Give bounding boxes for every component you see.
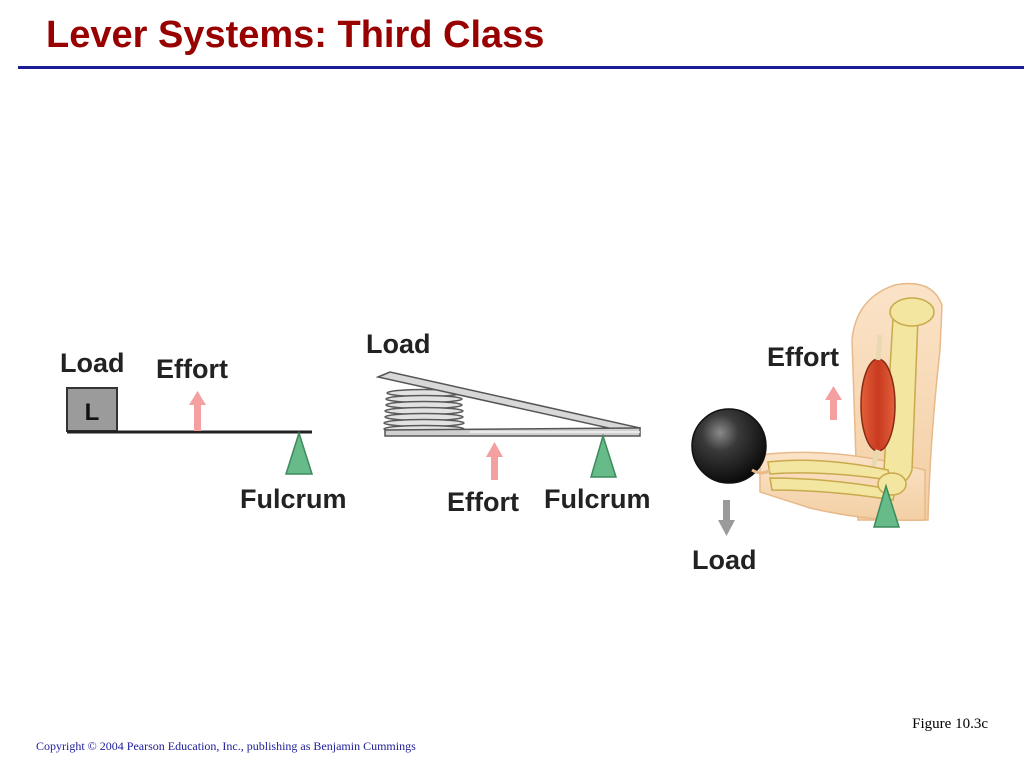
copyright-notice: Copyright © 2004 Pearson Education, Inc.… bbox=[36, 739, 416, 753]
arm-icon bbox=[759, 282, 943, 521]
tweezers-effort-label: Effort bbox=[447, 487, 519, 517]
tweezers-diagram: Load Effort Fulcrum bbox=[366, 329, 651, 517]
simple-lever-load-label: Load bbox=[60, 348, 125, 378]
forearm-effort-label: Effort bbox=[767, 342, 839, 372]
figure-caption: Figure 10.3c bbox=[912, 716, 988, 732]
load-box bbox=[66, 387, 118, 432]
paper-stack bbox=[383, 388, 465, 434]
effort-arrow bbox=[486, 442, 503, 480]
fulcrum-icon bbox=[589, 433, 618, 478]
effort-arrow bbox=[189, 391, 206, 431]
tweezers-icon bbox=[375, 371, 642, 437]
simple-lever-effort-label: Effort bbox=[156, 354, 228, 384]
forearm-load-label: Load bbox=[692, 545, 757, 575]
fulcrum-icon bbox=[872, 483, 901, 528]
fulcrum-icon bbox=[284, 430, 314, 475]
slide-title: Lever Systems: Third Class bbox=[46, 14, 545, 56]
simple-lever-diagram: Load Effort L Fulcrum bbox=[60, 348, 347, 514]
forearm-diagram: Effort bbox=[691, 282, 943, 575]
tweezers-fulcrum-label: Fulcrum bbox=[544, 484, 651, 514]
simple-lever-fulcrum-label: Fulcrum bbox=[240, 484, 347, 514]
biceps-icon bbox=[860, 358, 896, 452]
tweezers-load-label: Load bbox=[366, 329, 431, 359]
title-divider bbox=[18, 66, 1024, 69]
load-arrow bbox=[718, 500, 735, 536]
ball-weight-icon bbox=[691, 408, 767, 484]
load-box-letter: L bbox=[85, 399, 100, 426]
effort-arrow bbox=[825, 386, 842, 420]
